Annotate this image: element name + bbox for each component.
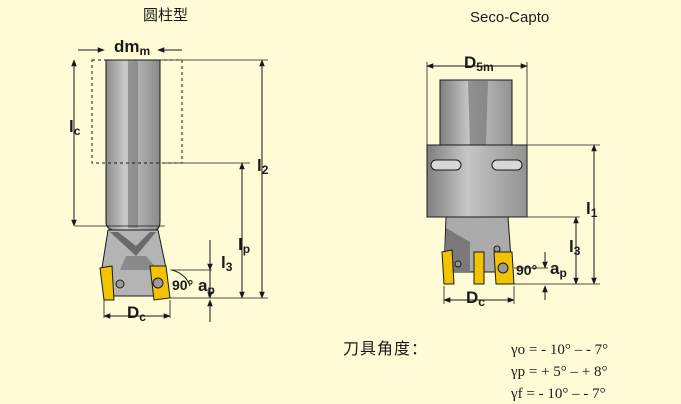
dimension-arrows — [71, 47, 265, 322]
capto-ap-label: ap — [550, 259, 567, 280]
dc-label: Dc — [127, 303, 146, 324]
flange-slot-left — [430, 159, 462, 171]
capto-dc-label: Dc — [466, 288, 485, 309]
left-view-title: 圆柱型 — [143, 7, 189, 24]
lc-label: lc — [69, 117, 81, 138]
capto-l3-label: l3 — [569, 237, 581, 258]
capto-insert-left — [441, 249, 455, 285]
insert-left — [99, 265, 115, 301]
flange-slot-right — [491, 159, 523, 171]
shank-flat — [128, 60, 138, 228]
capto-shank-slot — [468, 80, 488, 145]
extension-lines — [75, 59, 268, 318]
l3-label: l3 — [221, 253, 233, 274]
capto-flange — [426, 144, 528, 218]
cylindrical-tool — [71, 47, 268, 322]
capto-insert-center — [473, 251, 485, 285]
dmm-dashed-outline — [91, 59, 183, 164]
chip-flute — [110, 232, 156, 256]
angle-label: 90° — [172, 277, 194, 293]
capto-tool — [426, 62, 600, 304]
angle-arc — [171, 269, 191, 287]
cutting-angle-line: γf = - 10° – - 7° — [511, 386, 606, 402]
chip-flute-2 — [120, 256, 158, 270]
capto-screw — [497, 262, 509, 274]
d5m-label: D5m — [464, 53, 494, 74]
cutting-angles-label: 刀具角度： — [343, 341, 429, 358]
capto-angle-label: 90° — [516, 262, 538, 278]
insert-screw-2 — [115, 279, 125, 289]
l2-label: l2 — [257, 156, 269, 177]
dmm-label: dmm — [114, 37, 151, 58]
l1-label: l1 — [586, 199, 598, 220]
cutting-angle-line: γp = + 5° – + 8° — [511, 364, 608, 380]
capto-dimension-arrows — [426, 63, 597, 303]
lp-label: lp — [238, 235, 251, 256]
capto-screw-2 — [493, 245, 501, 253]
capto-screw-3 — [454, 260, 462, 268]
right-view-title: Seco-Capto — [470, 9, 550, 26]
ap-label: ap — [198, 276, 215, 297]
insert-screw — [152, 277, 164, 289]
cutting-angle-line: γo = - 10° – - 7° — [511, 342, 609, 358]
